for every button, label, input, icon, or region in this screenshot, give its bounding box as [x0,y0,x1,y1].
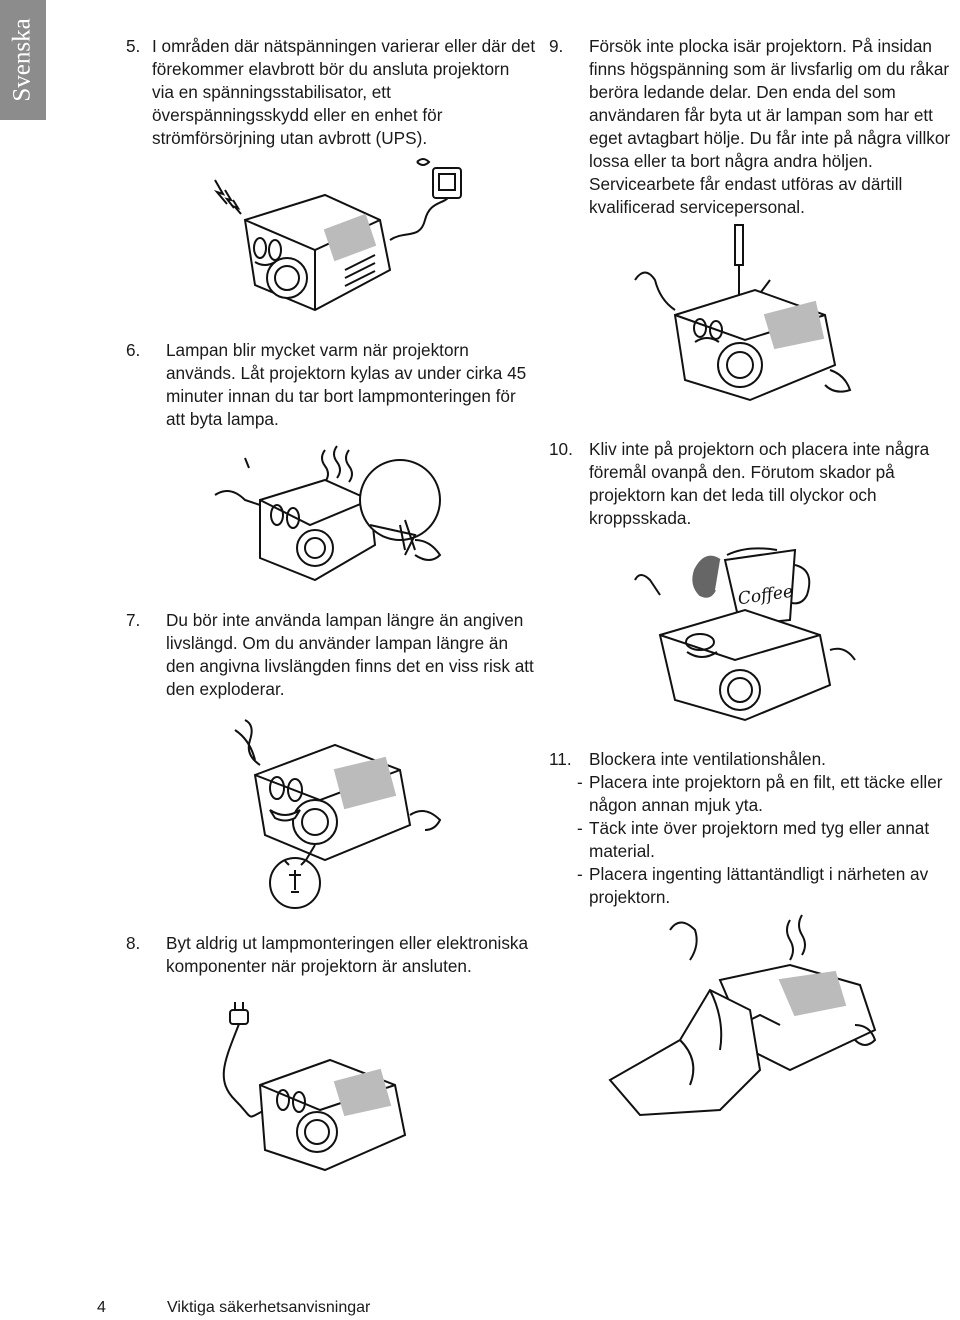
item-text: Byt aldrig ut lampmonteringen eller elek… [166,933,529,976]
illustration-hot-lamp [205,440,475,600]
item-number: 9. [549,36,564,56]
illustration-objects-on-projector: Coffee [625,530,865,730]
safety-item-5: 5. I områden där nätspänningen varierar … [126,35,536,150]
item-11-subitem-3: - Placera ingenting lättantändligt i när… [577,863,960,909]
subitem-text: Placera inte projektorn på en filt, ett … [589,772,943,815]
footer-title: Viktiga säkerhetsanvisningar [167,1299,371,1316]
item-number: 8. [126,933,141,953]
item-number: 10. [549,439,573,459]
safety-item-6: 6. Lampan blir mycket varm när projektor… [126,339,536,431]
safety-item-11: 11. Blockera inte ventilationshålen. [549,748,959,771]
item-text: Blockera inte ventilationshålen. [589,749,826,769]
safety-item-8: 8. Byt aldrig ut lampmonteringen eller e… [126,932,536,978]
page-number: 4 [97,1299,106,1316]
safety-item-9: 9. Försök inte plocka isär projektorn. P… [549,35,959,219]
item-text: Kliv inte på projektorn och placera inte… [589,439,930,528]
illustration-projector-ups [205,150,480,325]
subitem-dash: - [577,772,583,792]
illustration-plugged-projector [205,1000,435,1190]
illustration-blocked-ventilation [600,910,890,1125]
item-text: Försök inte plocka isär projektorn. På i… [589,36,951,217]
illustration-lamp-lifetime [195,710,455,910]
safety-item-10: 10. Kliv inte på projektorn och placera … [549,438,959,530]
subitem-text: Täck inte över projektorn med tyg eller … [589,818,930,861]
subitem-dash: - [577,818,583,838]
item-text: Lampan blir mycket varm när projektorn a… [166,340,527,429]
subitem-dash: - [577,864,583,884]
item-number: 5. [126,36,141,56]
language-tab: Svenska [0,0,46,120]
safety-item-7: 7. Du bör inte använda lampan längre än … [126,609,536,701]
item-11-subitem-2: - Täck inte över projektorn med tyg elle… [577,817,960,863]
item-number: 7. [126,610,141,630]
item-text: Du bör inte använda lampan längre än ang… [166,610,534,699]
subitem-text: Placera ingenting lättantändligt i närhe… [589,864,929,907]
language-label: Svenska [9,18,37,102]
item-11-subitem-1: - Placera inte projektorn på en filt, et… [577,771,960,817]
item-text: I områden där nätspänningen varierar ell… [152,36,536,148]
item-number: 11. [549,749,572,769]
item-number: 6. [126,340,141,360]
illustration-disassembly [625,220,860,420]
